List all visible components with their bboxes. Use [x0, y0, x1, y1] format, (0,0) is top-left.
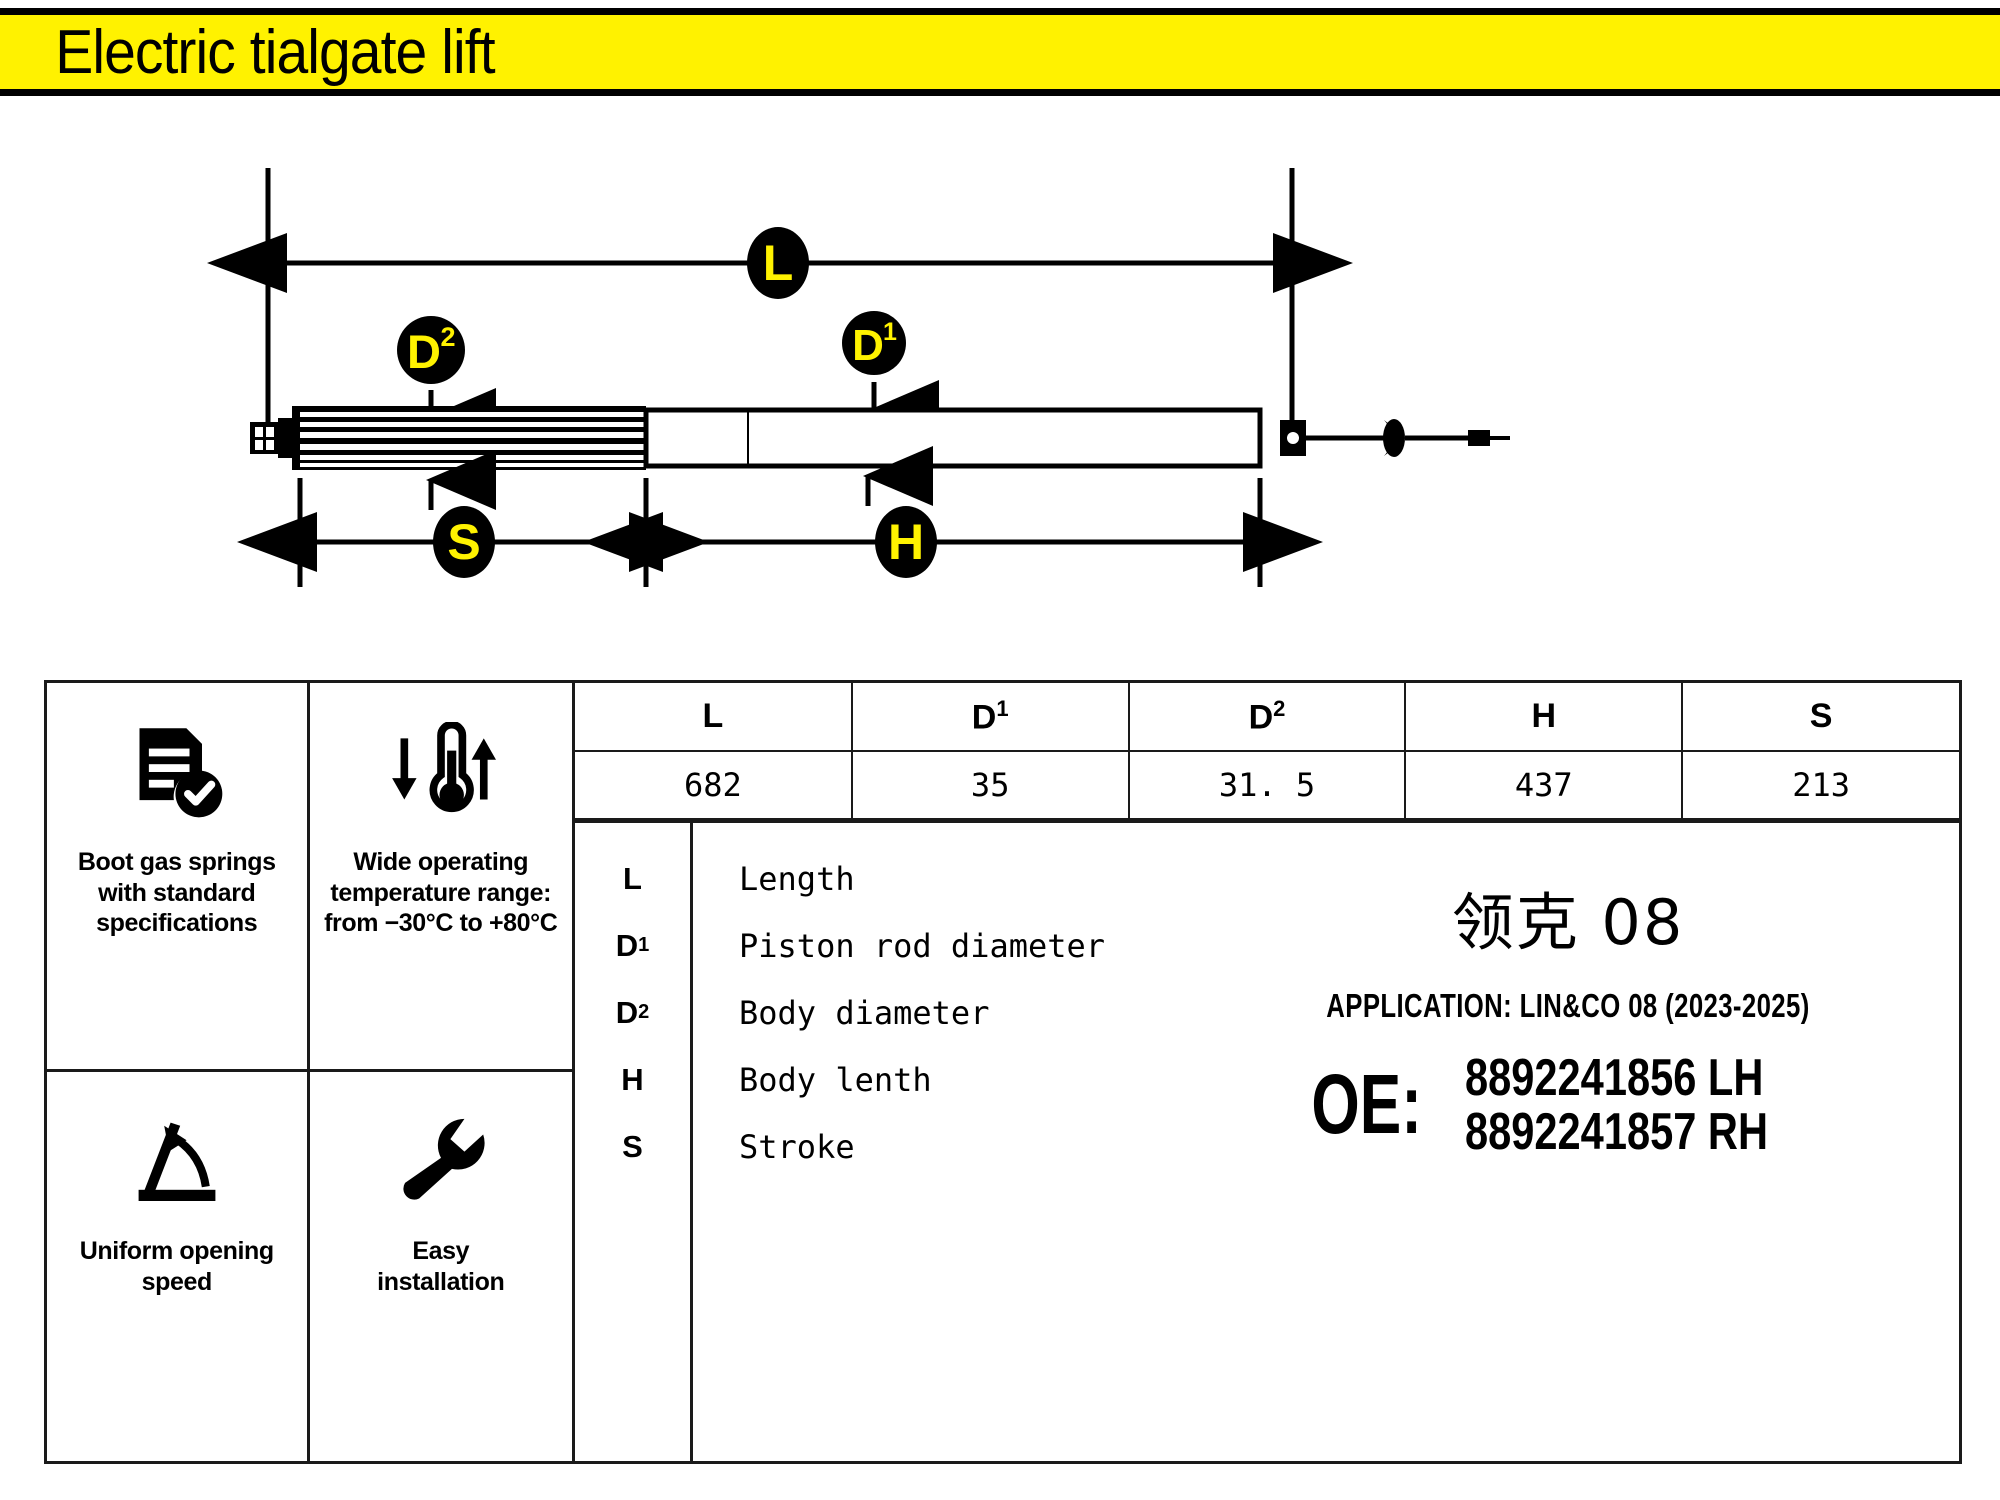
oe-number-rh: 8892241857 RH: [1465, 1103, 1769, 1162]
page-title: Electric tialgate lift: [55, 17, 495, 87]
spec-header-D2: D2: [1127, 683, 1407, 752]
feature-cell-standard-specs: Boot gas springs with standard specifica…: [47, 683, 310, 1072]
spec-header-row: L D1 D2 H S: [575, 683, 1959, 752]
feature-cell-temperature-range: Wide operating temperature range: from −…: [309, 683, 572, 1072]
feature-cell-uniform-opening: Uniform opening speed: [47, 1072, 310, 1461]
badge-L: [747, 227, 809, 299]
vehicle-model: 领克 08: [1451, 886, 1685, 959]
oe-number-lh: 8892241856 LH: [1465, 1049, 1764, 1108]
spec-header-H: H: [1404, 683, 1684, 752]
dimension-line-S: S: [237, 506, 709, 578]
badge-D1: [842, 311, 906, 375]
product-dimension-drawing: L D 2 D 1: [0, 100, 2000, 660]
spec-header-L: L: [575, 683, 853, 752]
spec-header-S: S: [1681, 683, 1959, 752]
document-check-icon: [127, 713, 227, 831]
legend-def-S: Stroke: [739, 1127, 855, 1166]
legend-def-D1: Piston rod diameter: [739, 926, 1106, 965]
legend-key-L: L: [623, 860, 642, 896]
svg-text:D: D: [852, 321, 884, 370]
feature-label: Easy installation: [377, 1237, 505, 1296]
oe-label: OE:: [1311, 1057, 1422, 1152]
oe-row: OE: 8892241856 LH 8892241857 RH: [1203, 1051, 1933, 1159]
badge-D2: [397, 316, 465, 384]
spec-value-S: 213: [1681, 751, 1959, 820]
specification-table: L D1 D2 H S 682 35 31. 5 437 213: [575, 683, 1959, 820]
dimension-line-H: H: [583, 506, 1323, 578]
svg-text:1: 1: [883, 318, 897, 346]
title-bar: Electric tialgate lift: [0, 8, 2000, 96]
badge-H: [875, 506, 937, 578]
vehicle-application-panel: 领克 08 APPLICATION: LIN&CO 08 (2023-2025)…: [1203, 833, 1933, 1159]
spec-value-D1: 35: [850, 751, 1130, 820]
feature-label: Boot gas springs with standard specifica…: [77, 848, 276, 937]
feature-cell-easy-installation: Easy installation: [310, 1072, 573, 1461]
svg-text:S: S: [447, 514, 480, 570]
svg-text:D: D: [407, 325, 441, 378]
badge-S: [433, 506, 495, 578]
svg-text:2: 2: [440, 322, 455, 352]
spec-and-legend: L D1 D2 H S 682 35 31. 5 437 213 L: [575, 683, 1959, 1461]
legend-key-H: H: [621, 1061, 644, 1097]
dimension-line-L: L: [207, 227, 1353, 299]
spec-value-D2: 31. 5: [1127, 751, 1407, 820]
legend-def-L: Length: [739, 859, 855, 898]
svg-text:H: H: [888, 514, 924, 570]
application-text: APPLICATION: LIN&CO 08 (2023-2025): [1326, 987, 1810, 1025]
features-grid: Boot gas springs with standard specifica…: [47, 683, 575, 1461]
spec-header-D1: D1: [850, 683, 1130, 752]
feature-label: Wide operating temperature range: from −…: [324, 848, 558, 937]
callout-D2: D 2: [397, 316, 496, 448]
legend-definition-column: Length Piston rod diameter Body diameter…: [693, 823, 1959, 1461]
oe-numbers: 8892241856 LH 8892241857 RH: [1465, 1051, 1844, 1159]
gas-strut-illustration: [250, 406, 1510, 470]
thermometer-icon: [386, 713, 496, 831]
wrench-icon: [391, 1102, 491, 1220]
legend-key-S: S: [622, 1128, 643, 1164]
spec-value-row: 682 35 31. 5 437 213: [575, 751, 1959, 820]
spec-value-H: 437: [1404, 751, 1684, 820]
opening-angle-icon: [125, 1102, 229, 1220]
legend-def-H: Body lenth: [739, 1060, 932, 1099]
legend-def-D2: Body diameter: [739, 993, 990, 1032]
spec-value-L: 682: [575, 751, 853, 820]
feature-label: Uniform opening speed: [79, 1237, 274, 1296]
callout-D1: D 1: [842, 311, 939, 440]
svg-text:L: L: [763, 235, 794, 291]
info-table: Boot gas springs with standard specifica…: [44, 680, 1962, 1464]
